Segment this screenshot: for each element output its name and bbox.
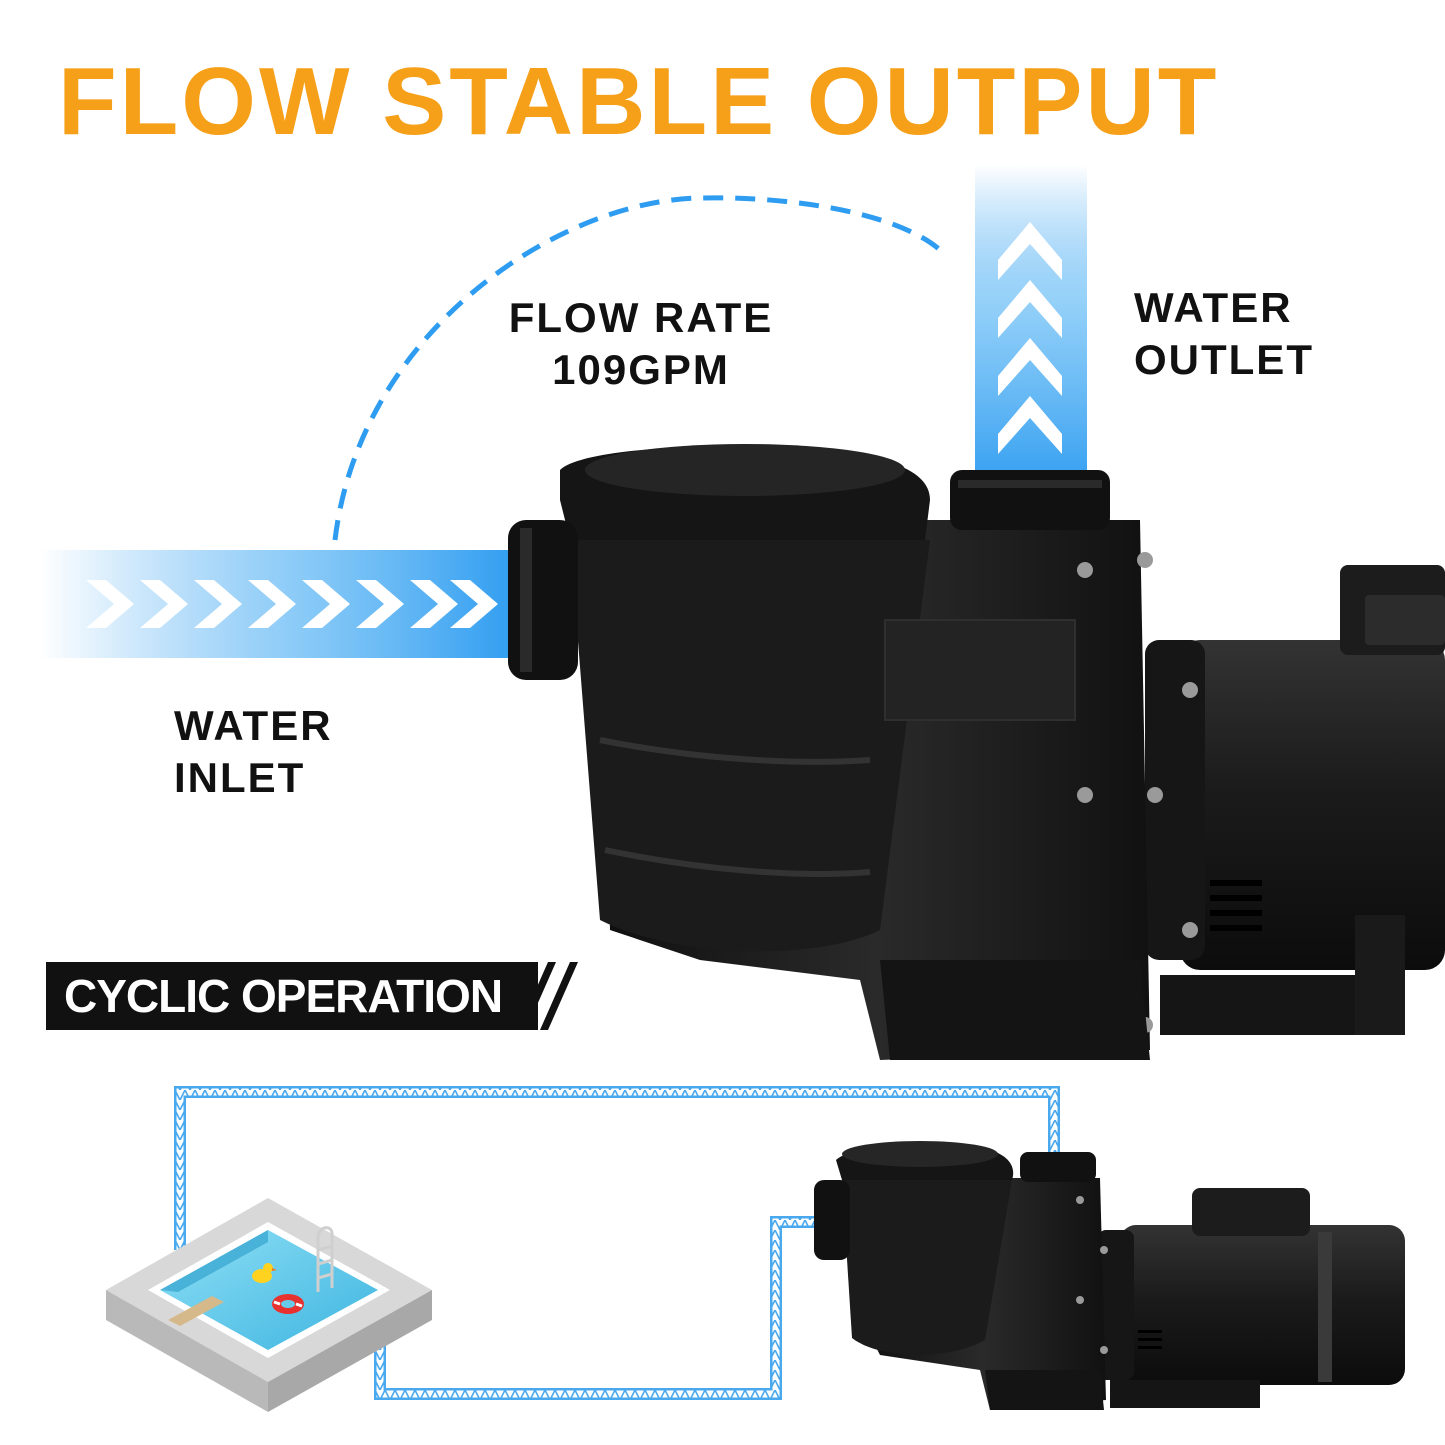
- flow-rate-value: 109GPM: [552, 346, 730, 393]
- water-outlet-line2: OUTLET: [1134, 336, 1314, 383]
- cyclic-operation-badge: [46, 962, 538, 1030]
- flow-arc: [332, 195, 942, 541]
- rubber-duck-icon: [252, 1263, 277, 1283]
- flow-arrow-icon: [86, 580, 498, 628]
- flow-rate-line1: FLOW RATE: [508, 294, 774, 341]
- water-outlet-label: WATER OUTLET: [1134, 282, 1314, 386]
- outlet-flow-band: [975, 165, 1087, 495]
- headline: FLOW STABLE OUTPUT: [58, 48, 1220, 155]
- pump-icon: [508, 444, 1445, 1060]
- life-ring-icon: [272, 1294, 304, 1314]
- inlet-flow-band: [40, 550, 520, 658]
- water-inlet-label: WATER INLET: [174, 700, 333, 804]
- pump-icon: [814, 1141, 1405, 1410]
- pool-icon: [106, 1198, 432, 1412]
- water-outlet-line1: WATER: [1134, 284, 1293, 331]
- water-inlet-line2: INLET: [174, 754, 306, 801]
- flow-arrow-icon: [998, 222, 1062, 454]
- water-inlet-line1: WATER: [174, 702, 333, 749]
- cyclic-operation-label: CYCLIC OPERATION: [64, 970, 503, 1022]
- pipe-loop: [174, 1086, 1060, 1400]
- flow-rate-label: FLOW RATE 109GPM: [506, 292, 776, 396]
